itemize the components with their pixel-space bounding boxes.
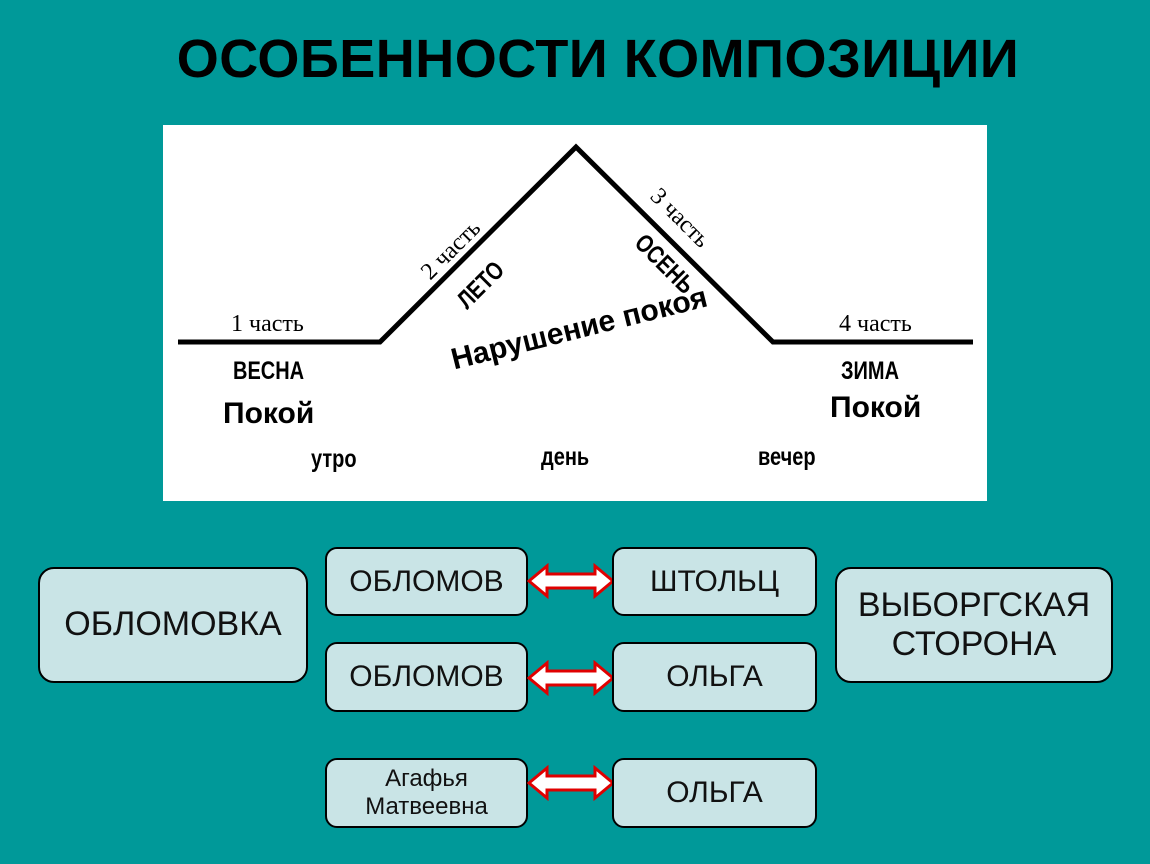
pair2-right-box: ОЛЬГА <box>612 642 817 712</box>
place-oblomovka-label: ОБЛОМОВКА <box>64 605 282 644</box>
season1-label: ВЕСНА <box>233 357 305 385</box>
season4-label: ЗИМА <box>841 357 900 385</box>
time2-label: день <box>541 443 590 471</box>
part4-label: 4 часть <box>839 311 912 337</box>
place-vyborg-line2: СТОРОНА <box>891 625 1057 663</box>
pair1-right-box: ШТОЛЬЦ <box>612 547 817 616</box>
state4-label: Покой <box>830 391 922 424</box>
pair1-right-label: ШТОЛЬЦ <box>649 564 780 598</box>
plot-line <box>178 143 973 345</box>
double-arrow-icon <box>527 563 615 599</box>
pair1-left-label: ОБЛОМОВ <box>349 564 504 598</box>
double-arrow-icon <box>527 660 615 696</box>
pair1-left-box: ОБЛОМОВ <box>325 547 528 616</box>
pair3-right-label: ОЛЬГА <box>666 776 763 809</box>
pair3-right-box: ОЛЬГА <box>612 758 817 828</box>
time1-label: утро <box>311 445 357 473</box>
time3-label: вечер <box>758 443 816 471</box>
page-title: ОСОБЕННОСТИ КОМПОЗИЦИИ <box>176 29 1020 89</box>
pair3-left-box: Агафья Матвеевна <box>325 758 528 828</box>
part1-label: 1 часть <box>231 311 304 337</box>
pair2-left-label: ОБЛОМОВ <box>349 660 504 693</box>
place-vyborg-line1: ВЫБОРГСКАЯ <box>857 585 1091 624</box>
composition-diagram: 1 часть ВЕСНА Покой 2 часть ЛЕТО Нарушен… <box>163 125 987 501</box>
state1-label: Покой <box>223 397 315 430</box>
pair3-left-line1: Агафья <box>385 765 468 793</box>
place-oblomovka: ОБЛОМОВКА <box>38 567 308 683</box>
pair2-right-label: ОЛЬГА <box>666 660 763 693</box>
place-vyborg: ВЫБОРГСКАЯ СТОРОНА <box>835 567 1113 683</box>
double-arrow-icon <box>527 765 615 801</box>
pair3-left-line2: Матвеевна <box>365 793 488 820</box>
pair2-left-box: ОБЛОМОВ <box>325 642 528 712</box>
